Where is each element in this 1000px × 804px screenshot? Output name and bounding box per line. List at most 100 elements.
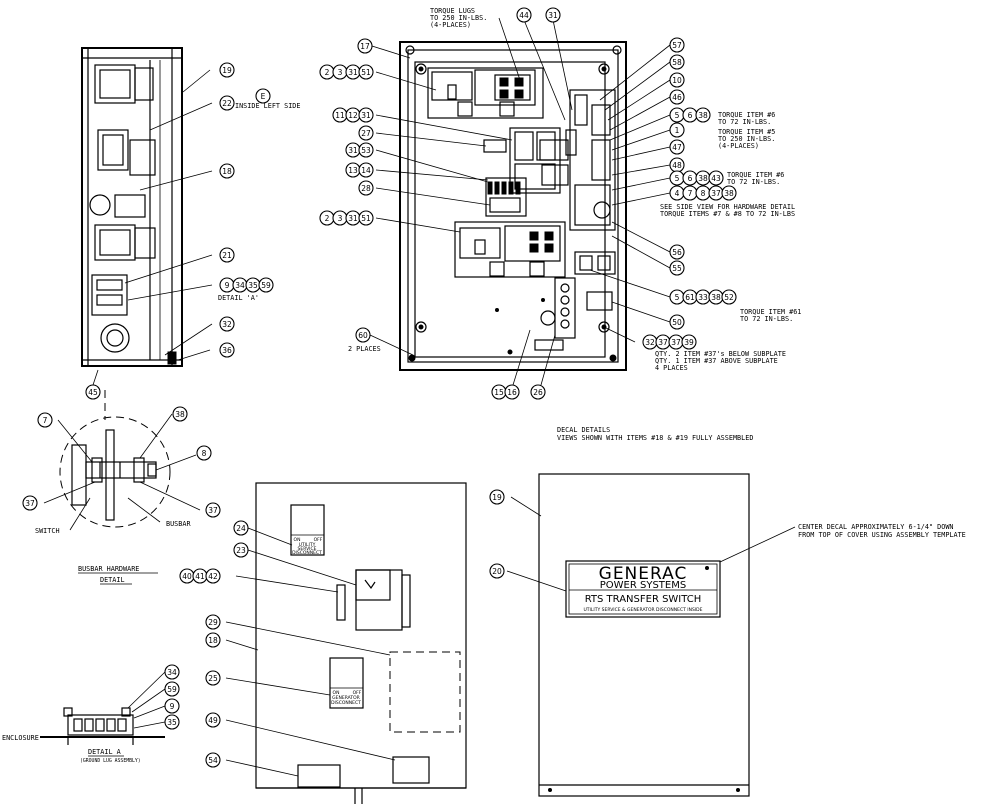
balloon-18a: 18 [222, 167, 232, 176]
busbar-hardware-detail [59, 390, 171, 528]
detail-a-reference: DETAIL 'A' [218, 294, 259, 302]
balloon-13: 13 [348, 166, 358, 175]
center-decal-note-line1: CENTER DECAL APPROXIMATELY 6-1/4" DOWN [798, 523, 954, 531]
balloon-2a: 2 [325, 68, 330, 77]
torque6-line1: TORQUE ITEM #6 [718, 111, 775, 119]
balloon-38d: 38 [711, 293, 721, 302]
decal-subtitle: UTILITY SERVICE & GENERATOR DISCONNECT I… [584, 607, 703, 613]
balloon-48: 48 [672, 161, 682, 170]
balloon-3a: 3 [338, 68, 343, 77]
utility-line1: UTILITY [299, 542, 316, 548]
decal-power-systems: POWER SYSTEMS [600, 580, 686, 591]
balloon-15: 15 [494, 388, 504, 397]
decal-product: RTS TRANSFER SWITCH [585, 594, 702, 605]
balloon-61: 61 [685, 293, 695, 302]
balloon-60: 60 [358, 331, 368, 340]
balloon-52: 52 [724, 293, 734, 302]
small-decals: ON OFF UTILITY SERVICE DISCONNECT ON OFF… [292, 537, 362, 706]
balloon-24: 24 [236, 524, 246, 533]
balloon-51b: 51 [361, 214, 371, 223]
switch-label: SWITCH [35, 527, 60, 535]
gen-on: ON [333, 690, 340, 696]
balloon-38c: 38 [724, 189, 734, 198]
balloon-19a: 19 [222, 66, 232, 75]
torque5-line2: TO 250 IN-LBS. [718, 135, 775, 143]
balloon-18b: 18 [208, 636, 218, 645]
torque6b-line2: TO 72 IN-LBS. [727, 178, 780, 186]
side-view-enclosure [81, 47, 183, 367]
balloon-11: 11 [335, 111, 345, 120]
balloon-59: 59 [261, 281, 271, 290]
decal-brand: GENERAC [599, 564, 688, 584]
torque5-line1: TORQUE ITEM #5 [718, 128, 775, 136]
balloon-31e: 31 [548, 11, 558, 20]
balloon-33: 33 [698, 293, 708, 302]
balloon-37e: 37 [208, 506, 218, 515]
balloon-22: 22 [222, 99, 232, 108]
balloon-3b: 3 [338, 214, 343, 223]
balloon-28: 28 [361, 184, 371, 193]
balloon-7a: 7 [688, 189, 693, 198]
balloon-view-e: E [261, 92, 266, 101]
annotations: INSIDE LEFT SIDE DETAIL 'A' TORQUE LUGS … [2, 7, 966, 764]
balloon-5b: 5 [675, 174, 680, 183]
qty-note-line3: 4 PLACES [655, 364, 688, 372]
balloon-31b: 31 [361, 111, 371, 120]
balloon-59d: 59 [167, 685, 177, 694]
utility-off: OFF [314, 537, 323, 543]
torque6-line2: TO 72 IN-LBS. [718, 118, 771, 126]
balloon-2b: 2 [325, 214, 330, 223]
balloon-58: 58 [672, 58, 682, 67]
balloon-20: 20 [492, 567, 502, 576]
balloon-25: 25 [208, 674, 218, 683]
balloons: 19 E 22 18 21 9 34 35 59 32 36 45 17 2 3… [22, 7, 737, 768]
balloon-7b: 7 [43, 416, 48, 425]
qty-note-line1: QTY. 2 ITEM #37's BELOW SUBPLATE [655, 350, 786, 358]
side-view-note-line1: SEE SIDE VIEW FOR HARDWARE DETAIL [660, 203, 795, 211]
balloon-36: 36 [222, 346, 232, 355]
balloon-5a: 5 [675, 111, 680, 120]
generac-decal: GENERAC POWER SYSTEMS RTS TRANSFER SWITC… [584, 564, 703, 613]
balloon-1: 1 [675, 126, 680, 135]
balloon-17: 17 [360, 42, 370, 51]
inner-cover-18 [255, 482, 467, 804]
balloon-9d: 9 [170, 702, 175, 711]
balloon-29: 29 [208, 618, 218, 627]
balloon-37b: 37 [658, 338, 668, 347]
balloon-32a: 32 [222, 320, 232, 329]
gen-line1: GENERATOR [332, 695, 360, 701]
decal-details-title: DECAL DETAILS [557, 426, 610, 434]
enclosure-label: ENCLOSURE [2, 734, 39, 742]
balloon-50: 50 [672, 318, 682, 327]
torque61-line2: TO 72 IN-LBS. [740, 315, 793, 323]
balloon-4: 4 [675, 189, 680, 198]
balloon-38b: 38 [698, 174, 708, 183]
balloon-38a: 38 [698, 111, 708, 120]
balloon-41: 41 [195, 572, 205, 581]
balloon-10: 10 [672, 76, 682, 85]
balloon-19b: 19 [492, 493, 502, 502]
torque5-line3: (4-PLACES) [718, 142, 759, 150]
balloon-37d: 37 [25, 499, 35, 508]
balloon-31a: 31 [348, 68, 358, 77]
balloon-31d: 31 [348, 214, 358, 223]
balloon-43: 43 [711, 174, 721, 183]
balloon-37a: 37 [711, 189, 721, 198]
balloon-6a: 6 [688, 111, 693, 120]
torque-lugs-line3: (4-PLACES) [430, 21, 471, 29]
balloon-46: 46 [672, 93, 682, 102]
torque-lugs-line1: TORQUE LUGS [430, 7, 475, 15]
balloon-6b: 6 [688, 174, 693, 183]
decal-details-subtitle: VIEWS SHOWN WITH ITEMS #18 & #19 FULLY A… [557, 434, 753, 442]
torque61-line1: TORQUE ITEM #61 [740, 308, 801, 316]
center-decal-note-line2: FROM TOP OF COVER USING ASSEMBLY TEMPLAT… [798, 531, 966, 539]
balloon-38e: 38 [175, 410, 185, 419]
balloon-9: 9 [225, 281, 230, 290]
side-view-note-line2: TORQUE ITEMS #7 & #8 TO 72 IN-LBS [660, 210, 795, 218]
balloon-40: 40 [182, 572, 192, 581]
balloon-37c: 37 [671, 338, 681, 347]
balloon-56: 56 [672, 248, 682, 257]
balloon-26: 26 [533, 388, 543, 397]
outer-cover-19 [538, 473, 750, 797]
